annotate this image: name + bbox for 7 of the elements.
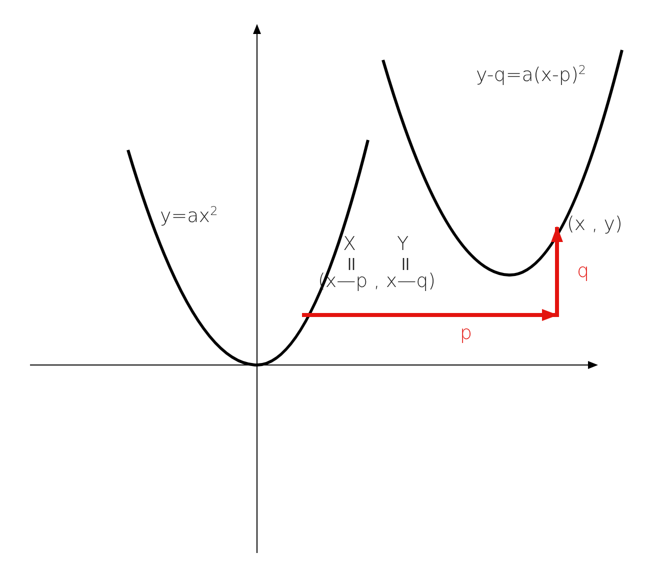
variable-label: X bbox=[343, 234, 356, 255]
vector-label: q bbox=[577, 261, 590, 282]
equation-label: y-q=a(x-p)$^{2}$ bbox=[476, 64, 586, 86]
equation-label: y=ax$^{2}$ bbox=[160, 205, 218, 227]
variable-label: Y bbox=[397, 234, 409, 255]
vector-label: p bbox=[460, 323, 472, 344]
point-label: (x , y) bbox=[567, 214, 622, 235]
